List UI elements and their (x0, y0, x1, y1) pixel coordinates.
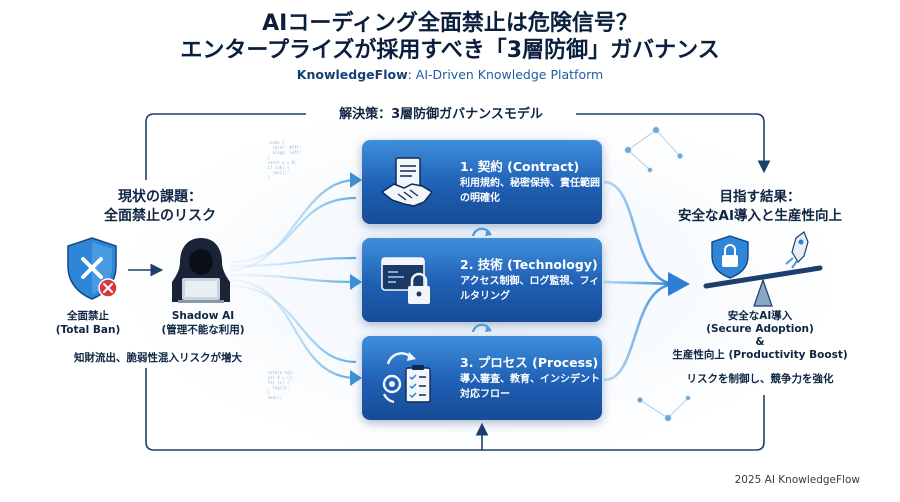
ban-shield-icon (67, 237, 118, 300)
layer-desc-contract: 利用規約、秘密保持、責任範囲の明確化 (460, 178, 600, 204)
page-title: AIコーディング全面禁止は危険信号？ エンタープライズが採用すべき「3層防御」ガ… (0, 10, 900, 64)
result-heading: 目指す結果： 安全なAI導入と生産性向上 (660, 188, 860, 226)
tagline: : AI-Driven Knowledge Platform (407, 67, 604, 82)
shadow-ai-label-line-2: (管理不能な利用) (161, 324, 245, 336)
risk-statement: 知財流出、脆弱性混入リスクが増大 (74, 352, 242, 364)
result-heading-line-2: 安全なAI導入と生産性向上 (678, 208, 842, 224)
ban-label-line-2: (Total Ban) (55, 324, 121, 336)
process-checklist-icon (382, 352, 431, 404)
layer-card-technology: 2. 技術 (Technology) アクセス制御、ログ監視、フィルタリング (362, 238, 602, 322)
code-snippet-bottom: return val; var d = []; for (i) { log(i)… (267, 370, 295, 400)
frame-bottom (145, 368, 765, 451)
layer-desc-technology: アクセス制御、ログ監視、フィルタリング (460, 276, 600, 302)
balance-scale-icon (703, 231, 823, 307)
hooded-hacker-icon (172, 238, 230, 303)
outgoing-flows (603, 180, 677, 382)
layer-title-process: 3. プロセス (Process) (460, 355, 599, 370)
layer-card-contract: 1. 契約 (Contract) 利用規約、秘密保持、責任範囲の明確化 (362, 140, 602, 224)
frame-top (145, 113, 764, 180)
layer-title-technology: 2. 技術 (Technology) (460, 257, 598, 272)
result-line-1: 安全なAI導入 (727, 310, 793, 322)
result-ampersand: & (755, 336, 765, 348)
incoming-flows (229, 178, 357, 380)
layer-card-process: 3. プロセス (Process) 導入審査、教育、インシデント対応フロー (362, 336, 602, 420)
footer-credit: 2025 AI KnowledgeFlow (734, 474, 860, 486)
code-snippet-top: .code { color: #fff; align: left; } cons… (267, 140, 302, 180)
subtitle: KnowledgeFlow: AI-Driven Knowledge Platf… (0, 67, 900, 82)
shadow-ai-label-line-1: Shadow AI (171, 310, 235, 322)
layer-title-contract: 1. 契約 (Contract) (460, 159, 580, 174)
incoming-arrowheads (350, 172, 362, 386)
result-heading-line-1: 目指す結果： (719, 189, 801, 205)
title-line-2: エンタープライズが採用すべき「3層防御」ガバナンス (180, 38, 720, 63)
outgoing-arrowhead (668, 272, 690, 296)
result-note: リスクを制御し、競争力を強化 (686, 373, 834, 385)
handshake-contract-icon (380, 157, 434, 207)
layer-desc-process: 導入審査、教育、インシデント対応フロー (460, 374, 600, 400)
network-decoration (624, 126, 691, 422)
ban-label-line-1: 全面禁止 (67, 310, 109, 322)
brand-name: KnowledgeFlow (296, 67, 408, 82)
terminal-lock-icon (381, 257, 430, 304)
result-line-2: (Secure Adoption) (706, 323, 814, 335)
result-line-3: 生産性向上 (Productivity Boost) (672, 349, 848, 361)
title-line-1: AIコーディング全面禁止は危険信号？ (262, 11, 638, 36)
ban-label: 全面禁止 (Total Ban) (38, 309, 138, 337)
shadow-ai-label: Shadow AI (管理不能な利用) (148, 309, 258, 337)
frame-label: 解決策：3層防御ガバナンスモデル (306, 104, 576, 126)
result-outcome: 安全なAI導入 (Secure Adoption) & 生産性向上 (Produ… (660, 310, 860, 362)
current-heading: 現状の課題： 全面禁止のリスク (70, 188, 250, 226)
current-heading-line-2: 全面禁止のリスク (104, 208, 216, 224)
current-heading-line-1: 現状の課題： (118, 189, 202, 205)
